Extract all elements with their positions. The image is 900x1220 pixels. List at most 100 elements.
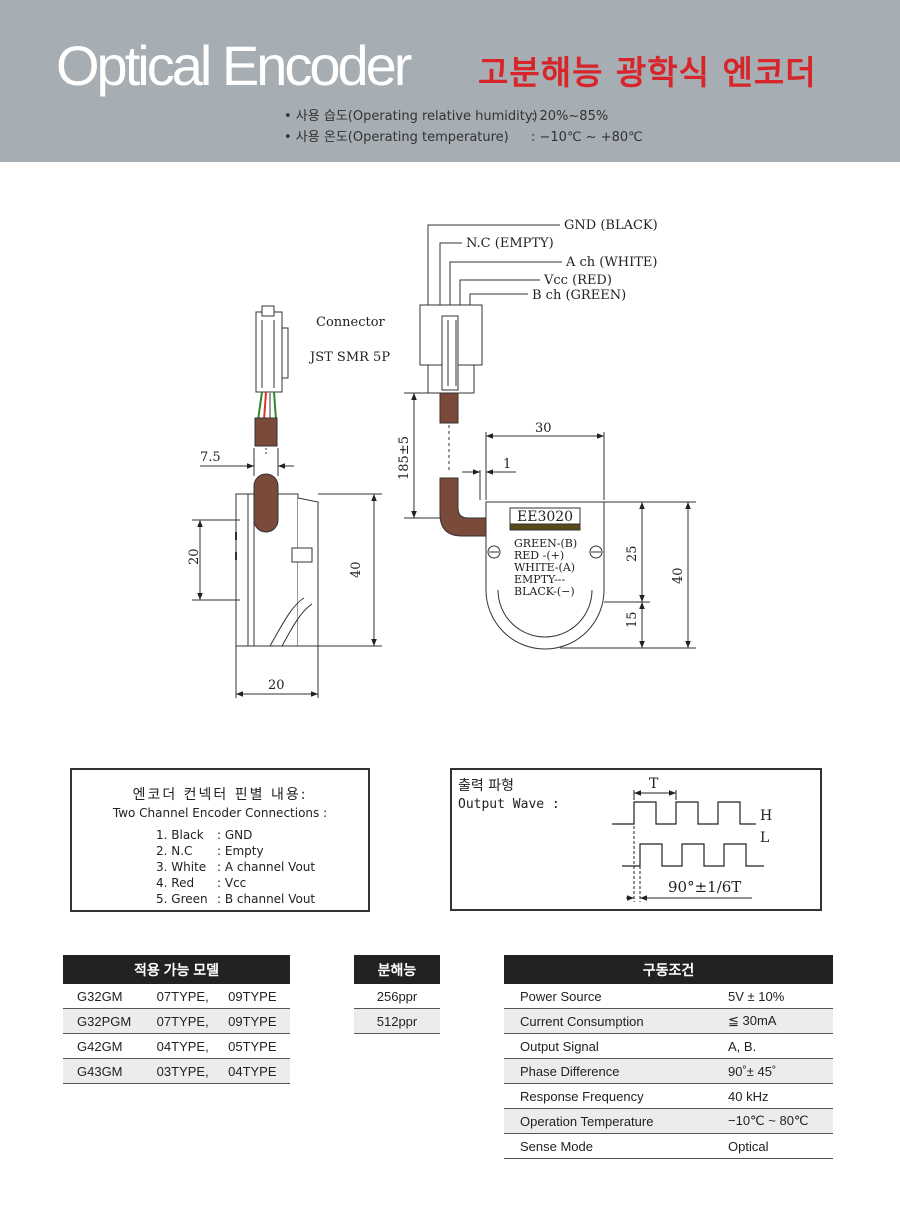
label-ach: A ch (WHITE) [565, 255, 657, 270]
condition-label: Current Consumption [504, 1008, 728, 1034]
wave-t-label: T [649, 776, 659, 792]
conditions-table: 구동조건 Power Source 5V ± 10% Current Consu… [504, 955, 833, 1159]
title-korean: 고분해능 광학식 엔코더 [478, 53, 817, 92]
dim-25: 25 [625, 545, 640, 562]
connection-item: 3. White : A channel Vout [156, 860, 315, 874]
type-cell: 09TYPE [224, 984, 290, 1009]
connection-value: : Empty [217, 844, 264, 858]
table-row: G32GM 07TYPE, 09TYPE [63, 984, 290, 1009]
spec-humidity-value: : 20%~85% [531, 109, 609, 124]
resolution-cell: 256ppr [354, 984, 440, 1009]
condition-value: 5V ± 10% [728, 984, 833, 1009]
condition-label: Sense Mode [504, 1133, 728, 1159]
table-row: 512ppr [354, 1008, 440, 1034]
output-wave-box: 출력 파형 Output Wave : T H L 90°±1/6T [450, 768, 822, 911]
wave-title-ko: 출력 파형 [458, 778, 514, 794]
model-cell: G32PGM [63, 1008, 149, 1034]
table-row: Current Consumption ≦ 30mA [504, 1008, 833, 1034]
spec-temperature-label: • 사용 온도(Operating temperature) [284, 130, 509, 145]
models-table: 적용 가능 모델 G32GM 07TYPE, 09TYPE G32PGM 07T… [63, 955, 290, 1084]
type-cell: 04TYPE, [148, 1033, 225, 1059]
dim-30: 30 [535, 421, 552, 436]
dim-40-right: 40 [671, 567, 686, 584]
table-row: G32PGM 07TYPE, 09TYPE [63, 1008, 290, 1034]
table-row: Output Signal A, B. [504, 1033, 833, 1059]
label-gnd: GND (BLACK) [564, 218, 658, 233]
pin-label-empty: EMPTY--- [514, 573, 566, 586]
model-cell: G42GM [63, 1033, 149, 1059]
wave-phase-label: 90°±1/6T [668, 878, 741, 896]
connection-name: 5. Green [156, 892, 208, 906]
connector-model: JST SMR 5P [308, 350, 390, 365]
dim-7-5: 7.5 [200, 450, 221, 465]
resolution-table: 분해능 256ppr 512ppr [354, 955, 440, 1034]
dim-1: 1 [503, 457, 511, 472]
type-cell: 03TYPE, [148, 1058, 225, 1084]
model-cell: G32GM [63, 984, 149, 1009]
label-nc: N.C (EMPTY) [466, 236, 554, 251]
output-wave-diagram: 출력 파형 Output Wave : T H L 90°±1/6T [458, 776, 772, 902]
connection-name: 3. White [156, 860, 207, 874]
condition-label: Operation Temperature [504, 1108, 728, 1134]
connections-box: 엔코더 컨넥터 핀별 내용: Two Channel Encoder Conne… [70, 768, 370, 912]
connection-value: : B channel Vout [217, 892, 316, 906]
connection-value: : A channel Vout [217, 860, 316, 874]
dim-40-left: 40 [349, 561, 364, 578]
type-cell: 09TYPE [224, 1008, 290, 1034]
type-cell: 07TYPE, [148, 1008, 225, 1034]
connection-item: 4. Red : Vcc [156, 876, 246, 890]
dim-20-left: 20 [187, 548, 202, 565]
pin-label-green: GREEN-(B) [514, 537, 577, 550]
title-english: Optical Encoder [56, 34, 412, 97]
resolution-cell: 512ppr [354, 1008, 440, 1034]
table-row: Response Frequency 40 kHz [504, 1083, 833, 1109]
technical-drawing: GND (BLACK) N.C (EMPTY) A ch (WHITE) Vcc… [187, 218, 696, 698]
pin-label-black: BLACK-(−) [514, 585, 575, 598]
dim-185: 185±5 [397, 436, 412, 480]
table-row: 256ppr [354, 984, 440, 1009]
models-table-header: 적용 가능 모델 [63, 955, 290, 984]
condition-label: Power Source [504, 984, 728, 1009]
connections-title-en: Two Channel Encoder Connections : [112, 806, 328, 820]
header-banner: Optical Encoder 고분해능 광학식 엔코더 • 사용 습도(Ope… [0, 0, 900, 162]
type-cell: 07TYPE, [148, 984, 225, 1009]
condition-value: 90˚± 45˚ [728, 1058, 833, 1084]
connections-title-ko: 엔코더 컨넥터 핀별 내용: [132, 787, 308, 803]
connection-name: 4. Red [156, 876, 195, 890]
connection-name: 1. Black [156, 828, 204, 842]
label-vcc: Vcc (RED) [543, 273, 612, 288]
connection-item: 5. Green : B channel Vout [156, 892, 315, 906]
condition-value: ≦ 30mA [728, 1008, 833, 1034]
model-label: EE3020 [517, 509, 573, 525]
pin-label-red: RED -(+) [514, 549, 564, 562]
connection-item: 1. Black : GND [156, 828, 252, 842]
type-cell: 04TYPE [224, 1058, 290, 1084]
connector-label: Connector [316, 315, 386, 330]
wave-title-en: Output Wave : [458, 797, 560, 812]
wave-l-label: L [760, 830, 769, 846]
condition-value: −10℃ ~ 80℃ [728, 1108, 833, 1134]
table-row: G43GM 03TYPE, 04TYPE [63, 1058, 290, 1084]
condition-label: Response Frequency [504, 1083, 728, 1109]
condition-label: Output Signal [504, 1033, 728, 1059]
condition-value: 40 kHz [728, 1083, 833, 1109]
spec-humidity: • 사용 습도(Operating relative humidity) : 2… [284, 109, 608, 124]
connection-item: 2. N.C : Empty [156, 844, 264, 858]
condition-value: Optical [728, 1133, 833, 1159]
label-bch: B ch (GREEN) [532, 288, 626, 303]
resolution-table-header: 분해능 [354, 955, 440, 984]
table-row: Sense Mode Optical [504, 1133, 833, 1159]
conditions-table-header: 구동조건 [504, 955, 833, 984]
connection-value: : Vcc [217, 876, 247, 890]
spec-temperature-value: : −10℃ ~ +80℃ [531, 130, 643, 145]
dim-20-bottom: 20 [268, 678, 285, 693]
spec-humidity-label: • 사용 습도(Operating relative humidity) [284, 109, 538, 124]
table-row: Phase Difference 90˚± 45˚ [504, 1058, 833, 1084]
connection-value: : GND [217, 828, 253, 842]
condition-label: Phase Difference [504, 1058, 728, 1084]
connection-name: 2. N.C [156, 844, 193, 858]
model-cell: G43GM [63, 1058, 149, 1084]
wave-a-signal [612, 801, 756, 825]
pin-label-white: WHITE-(A) [514, 561, 575, 574]
dim-15: 15 [625, 611, 640, 628]
